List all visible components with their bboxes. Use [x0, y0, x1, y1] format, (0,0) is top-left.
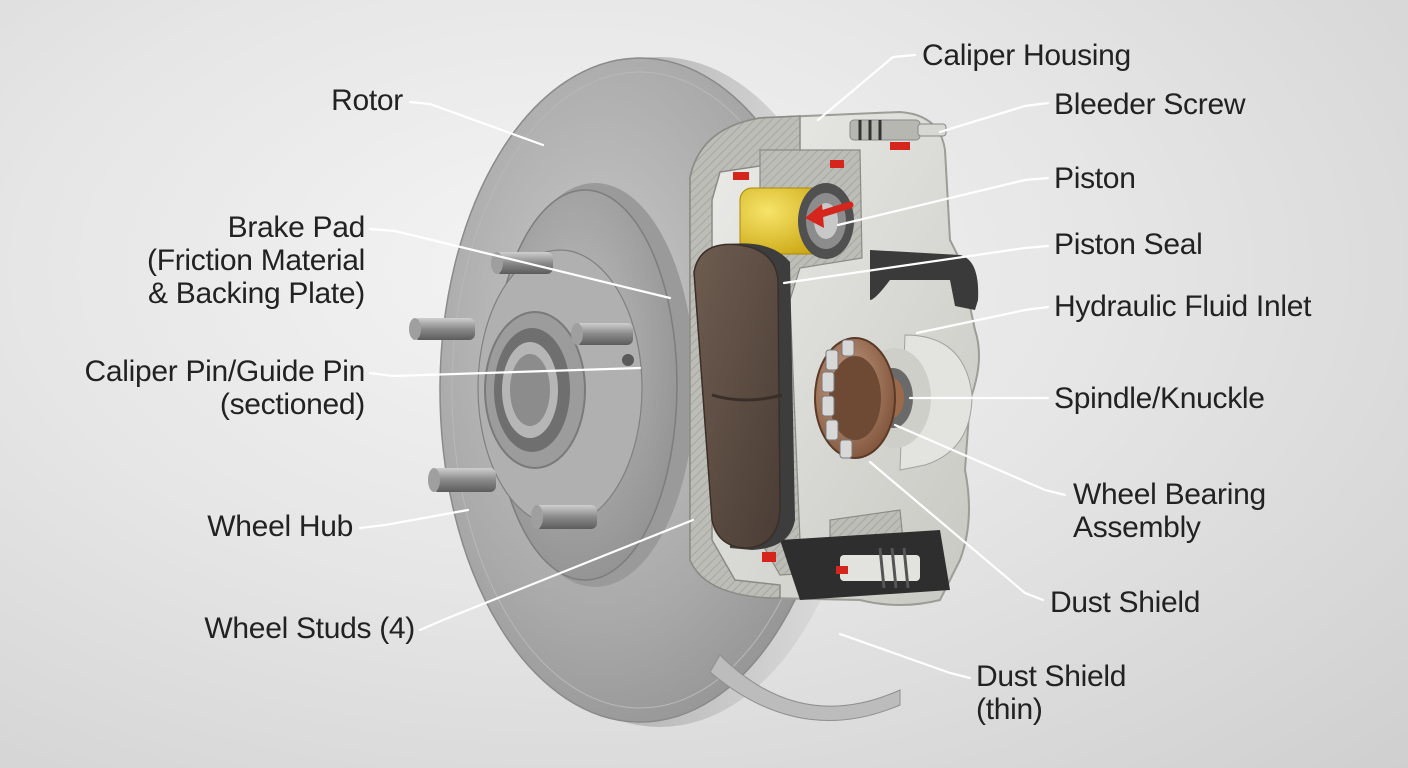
seals: [733, 142, 910, 574]
label-caliper-pin: Caliper Pin/Guide Pin (sectioned): [84, 355, 365, 421]
wheel-stud: [428, 468, 496, 492]
wheel-stud: [409, 318, 475, 340]
leader-line-dust-shield: [868, 460, 1045, 602]
brake-pad: [693, 243, 795, 550]
leader-line-dust-shield-thin: [838, 632, 972, 680]
label-piston-seal: Piston Seal: [1054, 228, 1203, 261]
label-wheel-bearing-assembly: Wheel Bearing Assembly: [1073, 478, 1266, 544]
label-caliper-housing: Caliper Housing: [922, 39, 1131, 72]
leader-line-brake-pad: [368, 227, 672, 300]
leader-line-piston: [836, 176, 1050, 227]
wheel-stud: [571, 323, 633, 345]
leader-line-wheel-studs: [418, 518, 695, 632]
wheel-bearing-assembly: [814, 337, 896, 459]
leader-line-caliper-pin: [368, 366, 642, 378]
label-bleeder-screw: Bleeder Screw: [1054, 88, 1246, 121]
leader-line-caliper-housing: [816, 53, 917, 122]
wheel-stud: [531, 505, 597, 529]
leader-line-piston-seal: [782, 244, 1050, 285]
leader-line-rotor: [408, 100, 545, 147]
leader-line-hydraulic-inlet: [915, 305, 1050, 335]
label-brake-pad: Brake Pad (Friction Material & Backing P…: [147, 211, 365, 310]
piston: [739, 183, 854, 259]
leader-line-wheel-hub: [358, 508, 470, 530]
leader-line-bleeder-screw: [938, 101, 1050, 134]
leader-lines: [358, 53, 1067, 680]
dust-shield-thin: [709, 654, 901, 721]
label-dust-shield: Dust Shield: [1050, 586, 1201, 619]
label-spindle-knuckle: Spindle/Knuckle: [1054, 382, 1265, 415]
label-wheel-studs: Wheel Studs (4): [204, 612, 415, 645]
wheel-studs: [409, 252, 633, 529]
label-hydraulic-fluid-inlet: Hydraulic Fluid Inlet: [1054, 290, 1312, 323]
label-rotor: Rotor: [331, 84, 403, 117]
leader-line-wheel-bearing: [893, 423, 1067, 497]
label-piston: Piston: [1054, 162, 1136, 195]
bleeder-screw: [849, 119, 947, 141]
label-wheel-hub: Wheel Hub: [207, 510, 353, 543]
label-dust-shield-thin: Dust Shield (thin): [976, 660, 1127, 726]
